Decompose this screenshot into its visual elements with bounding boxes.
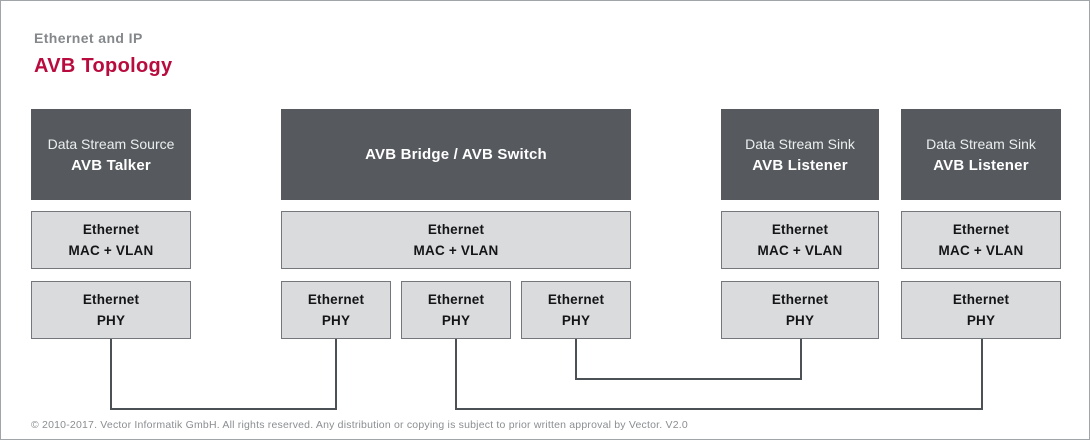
category-label: Ethernet and IP [34,30,143,46]
layer-mac-bridge-line1: Ethernet [427,222,485,237]
layer-phy-talker-line1: Ethernet [82,292,140,307]
copyright-notice: © 2010-2017. Vector Informatik GmbH. All… [31,419,688,431]
layer-phy-talker: Ethernet PHY [31,281,191,339]
layer-mac-listener-2: Ethernet MAC + VLAN [901,211,1061,269]
layer-phy-bridge-port-1: Ethernet PHY [281,281,391,339]
node-avb-listener-2: Data Stream Sink AVB Listener [901,109,1061,200]
layer-mac-bridge-line2: MAC + VLAN [413,243,499,258]
layer-mac-listener2-line2: MAC + VLAN [938,243,1024,258]
listener2-role-label: Data Stream Sink [926,135,1036,152]
layer-phy-bridge1-line1: Ethernet [307,292,365,307]
connector-bridge-port2-to-listener2 [455,339,983,410]
layer-phy-listener2-line1: Ethernet [952,292,1010,307]
layer-phy-bridge3-line1: Ethernet [547,292,605,307]
node-avb-listener-1: Data Stream Sink AVB Listener [721,109,879,200]
layer-mac-talker-line2: MAC + VLAN [68,243,154,258]
page-title: AVB Topology [34,55,173,77]
node-avb-talker: Data Stream Source AVB Talker [31,109,191,200]
layer-mac-listener2-line1: Ethernet [952,222,1010,237]
layer-mac-listener1-line2: MAC + VLAN [757,243,843,258]
listener1-name-label: AVB Listener [752,156,848,174]
layer-phy-bridge2-line2: PHY [441,313,471,328]
layer-mac-talker: Ethernet MAC + VLAN [31,211,191,269]
layer-phy-listener1-line1: Ethernet [771,292,829,307]
layer-mac-talker-line1: Ethernet [82,222,140,237]
listener2-name-label: AVB Listener [933,156,1029,174]
connector-talker-to-bridge-port1 [110,339,337,410]
layer-phy-bridge-port-2: Ethernet PHY [401,281,511,339]
node-avb-bridge: AVB Bridge / AVB Switch [281,109,631,200]
talker-role-label: Data Stream Source [47,135,175,152]
bridge-name-label: AVB Bridge / AVB Switch [365,145,547,163]
layer-mac-listener-1: Ethernet MAC + VLAN [721,211,879,269]
layer-phy-bridge1-line2: PHY [321,313,351,328]
talker-name-label: AVB Talker [71,156,151,174]
layer-phy-bridge3-line2: PHY [561,313,591,328]
connector-bridge-port3-to-listener1 [575,339,802,380]
layer-phy-bridge-port-3: Ethernet PHY [521,281,631,339]
layer-phy-talker-line2: PHY [96,313,126,328]
layer-phy-listener-2: Ethernet PHY [901,281,1061,339]
layer-phy-bridge2-line1: Ethernet [427,292,485,307]
layer-phy-listener1-line2: PHY [785,313,815,328]
layer-phy-listener2-line2: PHY [966,313,996,328]
layer-mac-bridge: Ethernet MAC + VLAN [281,211,631,269]
layer-mac-listener1-line1: Ethernet [771,222,829,237]
listener1-role-label: Data Stream Sink [745,135,855,152]
layer-phy-listener-1: Ethernet PHY [721,281,879,339]
